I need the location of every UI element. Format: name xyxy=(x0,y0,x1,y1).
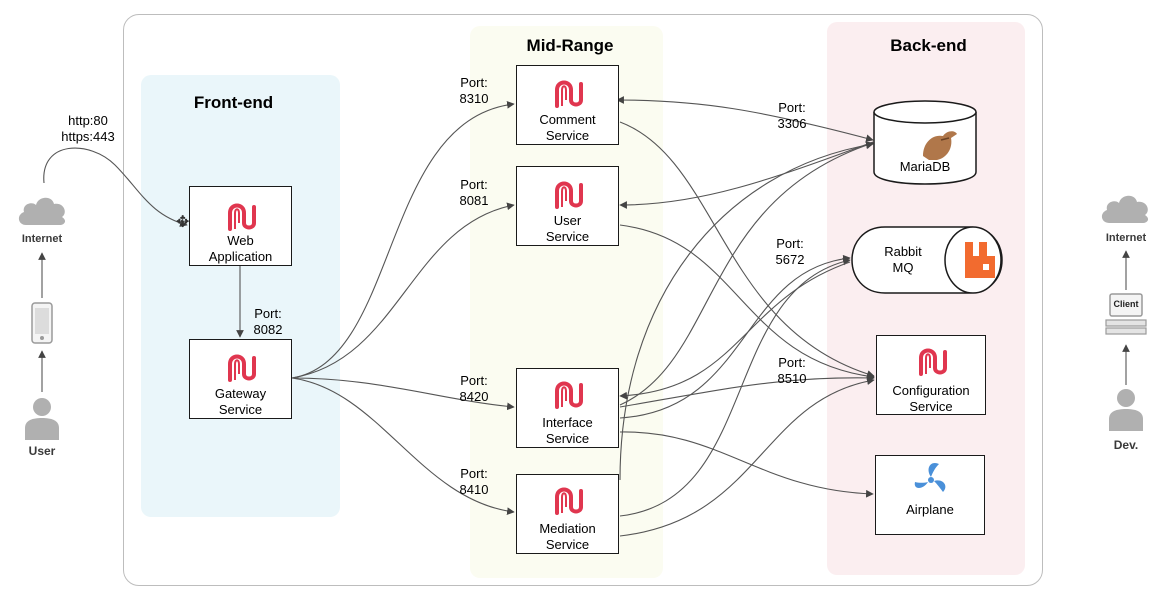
port-number: 8410 xyxy=(459,482,489,497)
internet-label-left: Internet xyxy=(21,233,63,245)
port-prefix: Port: xyxy=(254,306,282,321)
user-service-line2: Service xyxy=(545,229,590,244)
mediation-service-node[interactable]: Mediation Service xyxy=(516,474,619,554)
configuration-service-line1: Configuration xyxy=(892,383,970,398)
mediation-service-line1: Mediation xyxy=(539,521,596,536)
port-number: 8310 xyxy=(459,91,489,106)
connector-gateway-interface xyxy=(291,377,515,411)
port-prefix: Port: xyxy=(460,75,488,90)
service-logo-icon xyxy=(555,487,583,515)
rabbitmq-node[interactable]: Rabbit MQ xyxy=(851,226,1003,294)
airplane-label: Airplane xyxy=(906,502,954,517)
comment-service-node[interactable]: Comment Service xyxy=(516,65,619,145)
port-prefix: Port: xyxy=(776,236,804,251)
port-prefix: Port: xyxy=(460,177,488,192)
cloud-icon xyxy=(16,193,70,227)
connector-interface-rabbitmq xyxy=(619,254,851,419)
gateway-port-label: Port: 8082 xyxy=(246,306,290,338)
gateway-service-line2: Service xyxy=(218,402,263,417)
mariadb-label: MariaDB xyxy=(899,159,951,174)
port-prefix: Port: xyxy=(778,100,806,115)
rabbitmq-line2: MQ xyxy=(892,260,914,275)
service-logo-icon xyxy=(919,348,947,376)
interface-port-label: Port: 8420 xyxy=(452,373,496,405)
connector-rabbitmq-interface xyxy=(619,261,851,400)
connector-user-configuration xyxy=(619,224,875,380)
connector-comment-configuration xyxy=(619,121,875,378)
port-number: 8081 xyxy=(459,193,489,208)
cloud-icon-right xyxy=(1099,191,1153,225)
port-prefix: Port: xyxy=(460,373,488,388)
move-cursor-icon: ✥ xyxy=(176,214,190,231)
configuration-service-node[interactable]: Configuration Service xyxy=(876,335,986,415)
service-logo-icon xyxy=(555,80,583,108)
configuration-service-line2: Service xyxy=(909,399,953,414)
midrange-title: Mid-Range xyxy=(526,36,614,55)
port-number: 8510 xyxy=(777,371,807,386)
web-application-node[interactable]: Web Application xyxy=(189,186,292,266)
mariadb-port-label: Port: 3306 xyxy=(770,100,814,132)
protocol-https: https:443 xyxy=(61,129,115,144)
connector-mariadb-user xyxy=(619,141,874,209)
user-service-node[interactable]: User Service xyxy=(516,166,619,246)
mariadb-node[interactable]: MariaDB xyxy=(873,100,977,185)
comment-service-line1: Comment xyxy=(539,112,596,127)
connector-mariadb-comment xyxy=(616,96,874,142)
service-logo-icon xyxy=(555,181,583,209)
client-label: Client xyxy=(1113,299,1139,309)
port-number: 8082 xyxy=(253,322,283,337)
dev-label: Dev. xyxy=(1113,438,1139,452)
web-application-line2: Application xyxy=(208,249,273,264)
rabbitmq-port-label: Port: 5672 xyxy=(768,236,812,268)
frontend-title: Front-end xyxy=(193,93,274,112)
client-computer-icon xyxy=(1104,293,1148,337)
user-label: User xyxy=(28,444,56,458)
connector-gateway-user xyxy=(291,202,515,379)
connector-mediation-mariadb xyxy=(619,141,874,481)
gateway-service-node[interactable]: Gateway Service xyxy=(189,339,292,419)
connector-interface-airplane xyxy=(619,431,874,498)
comment-port-label: Port: 8310 xyxy=(452,75,496,107)
web-application-line1: Web xyxy=(227,233,254,248)
connector-internet-web xyxy=(43,147,188,227)
interface-service-node[interactable]: Interface Service xyxy=(516,368,619,448)
database-icon xyxy=(873,100,977,185)
mediation-port-label: Port: 8410 xyxy=(452,466,496,498)
gateway-service-line1: Gateway xyxy=(214,386,267,401)
port-prefix: Port: xyxy=(778,355,806,370)
airplane-fan-icon xyxy=(914,462,946,492)
protocols-label: http:80 https:443 xyxy=(52,113,124,145)
backend-title: Back-end xyxy=(890,36,967,55)
interface-service-line2: Service xyxy=(545,431,590,446)
connector-mediation-configuration xyxy=(619,377,875,537)
connector-interface-configuration xyxy=(619,374,875,408)
interface-service-line1: Interface xyxy=(542,415,593,430)
service-logo-icon xyxy=(228,354,256,382)
rabbitmq-line1: Rabbit xyxy=(884,244,922,259)
airplane-node[interactable]: Airplane xyxy=(875,455,985,535)
service-logo-icon xyxy=(555,381,583,409)
port-prefix: Port: xyxy=(460,466,488,481)
port-number: 5672 xyxy=(775,252,805,267)
rabbitmq-icon xyxy=(965,242,995,278)
person-icon-user xyxy=(23,396,61,440)
internet-label-right: Internet xyxy=(1105,232,1147,244)
service-logo-icon xyxy=(228,203,256,231)
protocol-http: http:80 xyxy=(68,113,108,128)
person-icon-dev xyxy=(1107,387,1145,431)
diagram-frame xyxy=(123,14,1043,586)
mediation-service-line2: Service xyxy=(545,537,590,552)
comment-service-line2: Service xyxy=(545,128,590,143)
configuration-port-label: Port: 8510 xyxy=(770,355,814,387)
port-number: 3306 xyxy=(777,116,807,131)
port-number: 8420 xyxy=(459,389,489,404)
user-port-label: Port: 8081 xyxy=(452,177,496,209)
connector-gateway-comment xyxy=(291,101,515,379)
connector-interface-mariadb xyxy=(619,141,874,406)
mobile-phone-icon xyxy=(30,302,54,344)
connector-mediation-rabbitmq xyxy=(619,257,851,517)
user-service-line1: User xyxy=(553,213,582,228)
connector-gateway-mediation xyxy=(291,377,515,515)
